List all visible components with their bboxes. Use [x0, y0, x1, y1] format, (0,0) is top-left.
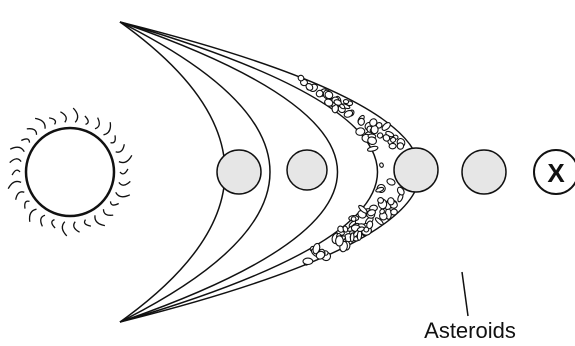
asteroid — [343, 99, 349, 104]
sun-ray — [27, 129, 37, 135]
planet-x-label: X — [547, 158, 565, 188]
planet-2 — [287, 150, 327, 190]
asteroid — [303, 258, 313, 264]
sun-ray — [74, 222, 80, 233]
sun-ray — [111, 135, 116, 142]
asteroid — [371, 126, 378, 134]
sun-ray — [41, 215, 45, 226]
sun-ray — [35, 118, 45, 128]
sun-ray — [85, 116, 88, 124]
sun-ray — [116, 192, 130, 197]
asteroids-leader-line — [462, 272, 468, 316]
asteroid — [389, 143, 396, 149]
sun-ray — [30, 209, 37, 222]
sun-ray — [10, 147, 24, 152]
sun-ray — [25, 201, 30, 208]
asteroid — [351, 216, 356, 221]
asteroid — [390, 209, 397, 216]
sun-ray — [119, 155, 132, 162]
sun-ray — [95, 215, 105, 225]
asteroid — [350, 233, 354, 242]
sun-ray — [16, 192, 25, 200]
asteroid — [379, 162, 384, 167]
sun-ray — [73, 108, 77, 122]
asteroid — [335, 236, 343, 246]
sun — [8, 108, 132, 236]
sun-ray — [103, 209, 113, 215]
asteroid — [386, 178, 396, 187]
sun-ray — [12, 170, 20, 175]
asteroid — [381, 121, 392, 132]
asteroids-label: Asteroids — [424, 318, 516, 343]
sun-ray — [10, 159, 21, 163]
orbits — [120, 22, 420, 322]
orbit-1 — [120, 22, 225, 322]
asteroid — [397, 142, 404, 149]
sun-ray — [119, 181, 130, 185]
sun-ray — [104, 122, 111, 135]
asteroids-annotation: Asteroids — [424, 272, 516, 343]
sun-ray — [49, 118, 55, 125]
sun-ray — [85, 220, 91, 227]
asteroid — [367, 145, 378, 152]
sun-ray — [120, 169, 128, 174]
sun-ray — [62, 222, 66, 236]
planet-1 — [217, 150, 261, 194]
planet-3 — [394, 148, 438, 192]
sun-ray — [21, 139, 29, 143]
planet-4 — [462, 150, 506, 194]
sun-ray — [116, 144, 125, 152]
sun-disc — [26, 128, 114, 216]
sun-ray — [95, 118, 99, 129]
sun-ray — [52, 220, 55, 228]
asteroid — [387, 197, 395, 205]
sun-ray — [8, 181, 21, 188]
sun-ray — [111, 201, 119, 205]
sun-ray — [60, 112, 66, 123]
